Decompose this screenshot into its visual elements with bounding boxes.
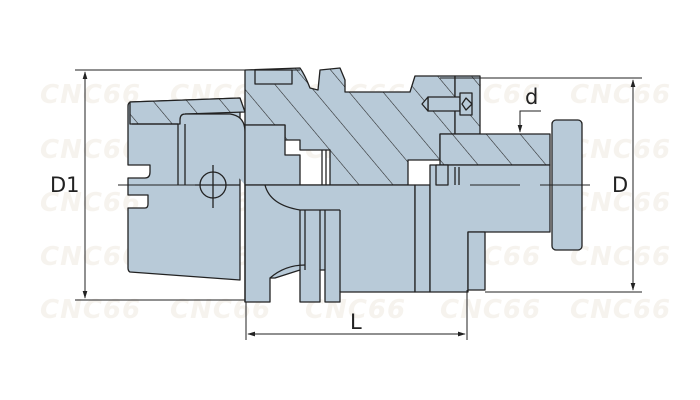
dimension-label-l: L — [350, 310, 362, 334]
arbor — [429, 119, 583, 293]
watermark: CNC66 — [570, 242, 672, 272]
watermark: CNC66 — [570, 80, 672, 110]
dimension-label-small-d: d — [525, 85, 539, 109]
watermark: CNC66 — [40, 135, 142, 165]
dimension-label-d: D — [612, 173, 629, 197]
dimension-lines — [75, 69, 642, 340]
hsk-shank — [127, 97, 246, 281]
watermark: CNC66 — [40, 80, 142, 110]
watermark: CNC66 — [40, 242, 142, 272]
watermark: CNC66 — [40, 188, 142, 218]
set-screw — [421, 75, 481, 135]
watermark: CNC66 — [570, 188, 672, 218]
watermark: CNC66 — [440, 295, 542, 325]
watermark: CNC66 — [570, 295, 672, 325]
watermark: CNC66 — [305, 295, 407, 325]
dimension-label-d1: D1 — [50, 173, 80, 197]
watermark: CNC66 — [570, 135, 672, 165]
